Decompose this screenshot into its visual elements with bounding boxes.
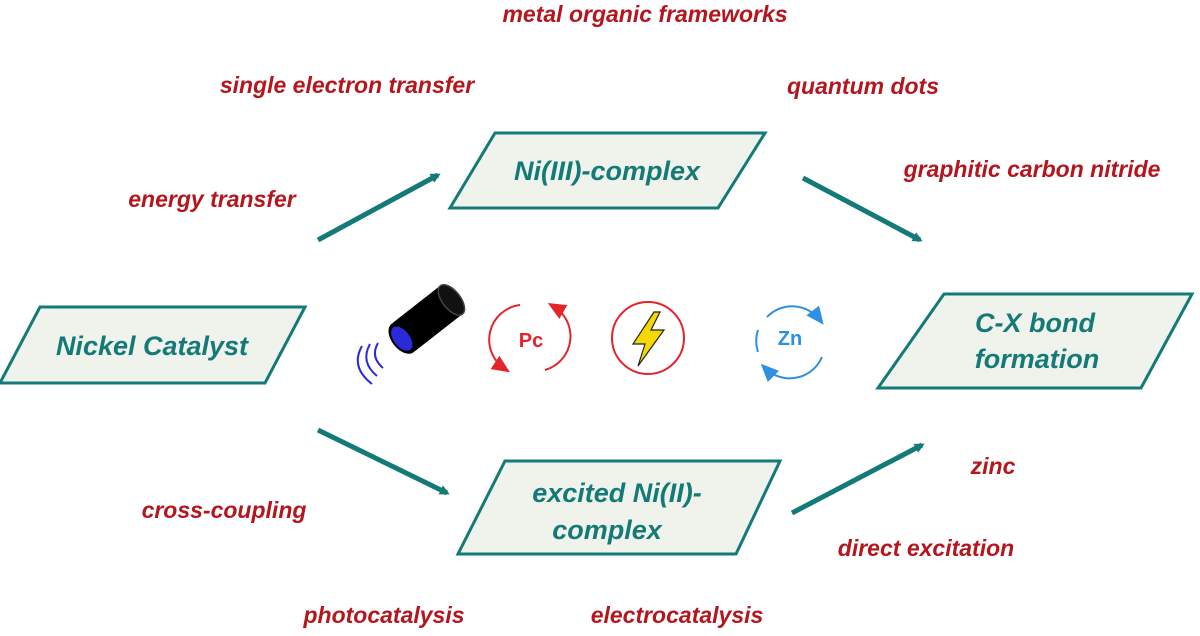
keyword-zinc: zinc <box>970 453 1016 479</box>
keyword-cross-coupling: cross-coupling <box>142 497 307 523</box>
pc-label: Pc <box>519 330 543 352</box>
cx-bond-label-line2: formation <box>975 344 1100 374</box>
excited-ni-ii-label-line2: complex <box>552 515 663 545</box>
cx-bond-formation-box <box>875 292 1195 390</box>
keyword-electrocatalysis: electrocatalysis <box>591 602 764 628</box>
cx-bond-label-line1: C-X bond <box>975 308 1095 338</box>
electricity-bolt-icon <box>611 301 685 375</box>
keyword-quantum-dots: quantum dots <box>787 73 939 99</box>
zinc-cycle-icon: Zn <box>755 305 824 383</box>
keyword-energy-transfer: energy transfer <box>128 186 297 212</box>
excited-ni-ii-label-line1: excited Ni(II)- <box>532 478 702 508</box>
ni-iii-complex-label: Ni(III)-complex <box>514 156 701 186</box>
arrow-excited-to-cx <box>790 442 925 516</box>
keyword-direct-excitation: direct excitation <box>838 535 1014 561</box>
keyword-photocatalysis: photocatalysis <box>302 602 464 628</box>
keyword-metal-organic-frameworks: metal organic frameworks <box>502 1 787 27</box>
excited-ni-ii-complex-box <box>455 459 783 556</box>
arrow-ni-iii-to-cx <box>801 175 923 243</box>
ni-iii-complex-box <box>447 131 768 210</box>
zn-label: Zn <box>778 328 802 350</box>
keyword-graphitic-carbon-nitride: graphitic carbon nitride <box>903 156 1161 182</box>
arrow-to-ni-iii <box>316 172 441 243</box>
keyword-single-electron-transfer: single electron transfer <box>220 72 475 98</box>
nickel-catalyst-box <box>0 305 308 385</box>
photocatalyst-cycle-icon: Pc <box>488 302 572 373</box>
light-source-icon <box>356 283 466 385</box>
arrow-to-excited-ni-ii <box>316 427 450 496</box>
nickel-catalyst-label: Nickel Catalyst <box>56 331 249 361</box>
